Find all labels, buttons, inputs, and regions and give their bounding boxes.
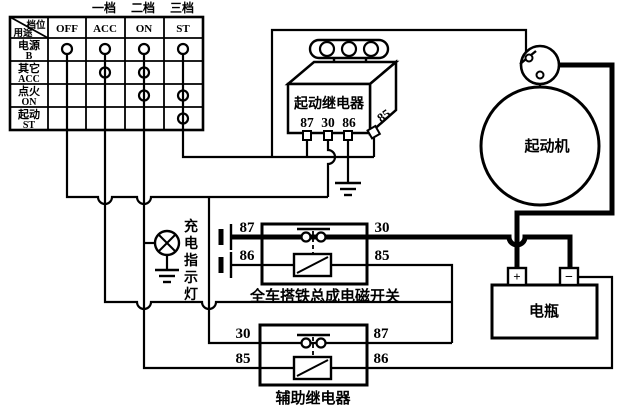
relay-pin-30 <box>323 130 333 141</box>
aux-t85: 85 <box>236 351 251 367</box>
table-grid <box>9 16 203 130</box>
starter-body <box>479 85 601 207</box>
svg-text:充: 充 <box>184 218 198 235</box>
switch-t86: 86 <box>240 248 256 264</box>
switch-t30: 30 <box>375 220 390 236</box>
aux-contact-right <box>315 337 327 349</box>
wire-solenoid-loop <box>270 28 528 157</box>
wire-on-bottom-loop <box>142 54 614 370</box>
ground-switch: 87 86 30 85 全车搭铁总成电磁开关 <box>218 220 400 305</box>
starter-relay-87: 87 <box>300 115 314 130</box>
starter-relay-label: 起动继电器 <box>293 95 365 112</box>
row1-name: 电源 <box>18 38 40 52</box>
contact-on-acc <box>137 66 151 79</box>
wire-main-feed <box>65 54 328 206</box>
table-corner-bottom: 用途 <box>12 27 33 39</box>
row2-name: 其它 <box>18 61 40 75</box>
contact-off-b <box>60 42 74 56</box>
starter-label: 起动机 <box>523 137 569 155</box>
lamp-x-2 <box>158 234 176 252</box>
cable-solenoid-battery-plus <box>514 62 615 268</box>
relay-pin-85 <box>366 124 382 140</box>
ignition-table: 档位 用途 一档 二档 三档 OFF ACC ON ST 电源 B 其它 ACC… <box>8 0 205 132</box>
row2-terminal: ACC <box>18 74 40 85</box>
gear-header-3: 三档 <box>170 0 194 15</box>
solenoid-terminal-bottom <box>535 70 545 80</box>
switch-t85: 85 <box>375 248 390 264</box>
ground-relay-86 <box>335 181 361 197</box>
battery-terminal-plus <box>506 266 528 287</box>
wire-acc-feed <box>103 54 452 311</box>
table-contacts <box>60 42 190 125</box>
contact-on-ign <box>137 89 151 102</box>
col-on: ON <box>136 23 153 35</box>
contact-on-b <box>137 42 151 56</box>
battery-plus-sign: + <box>513 269 520 284</box>
aux-relay-box <box>258 323 369 387</box>
switch-t87: 87 <box>240 220 256 236</box>
charge-lamp: 充 电 指 示 灯 <box>153 218 198 303</box>
switch-contact-right <box>315 231 327 243</box>
ground-lamp <box>155 268 179 284</box>
contact-st-b <box>176 42 190 56</box>
col-acc: ACC <box>93 23 117 35</box>
aux-contact-left <box>300 337 312 349</box>
charge-lamp-label: 充 电 指 示 灯 <box>184 218 198 303</box>
battery-cables <box>232 62 615 268</box>
aux-t30: 30 <box>236 326 251 342</box>
bracket-hole-1 <box>318 40 336 58</box>
switch-coil-diagonal <box>296 256 329 274</box>
battery: + − 电瓶 <box>490 266 599 340</box>
svg-text:示: 示 <box>184 270 198 286</box>
wire-relay-pin30 <box>326 138 337 197</box>
aux-t86: 86 <box>374 351 390 367</box>
battery-box <box>490 283 599 340</box>
svg-text:灯: 灯 <box>184 286 198 303</box>
starter-relay-30: 30 <box>321 115 335 130</box>
row3-name: 点火 <box>18 84 41 98</box>
col-off: OFF <box>56 23 78 35</box>
relay-pin-86 <box>343 130 353 141</box>
solenoid-terminal-left <box>524 53 534 63</box>
aux-coil-diagonal <box>296 359 329 377</box>
table-border <box>8 15 205 132</box>
starter-relay: 起动继电器 87 30 86 85 <box>284 38 400 141</box>
col-st: ST <box>176 23 190 35</box>
aux-t87: 87 <box>374 326 390 342</box>
svg-text:指: 指 <box>184 252 198 269</box>
gear-header-2: 二档 <box>131 0 155 15</box>
contact-st-st <box>176 112 190 125</box>
row3-terminal: ON <box>22 97 38 108</box>
bracket-hole-2 <box>340 40 358 58</box>
wire-aux-30 <box>207 197 452 345</box>
contact-acc-b <box>98 42 112 56</box>
contact-acc-acc <box>98 66 112 79</box>
table-corner-top: 档位 <box>26 19 46 31</box>
battery-label: 电瓶 <box>529 302 559 320</box>
ground-switch-box <box>260 222 369 286</box>
bracket-hole-3 <box>362 40 380 58</box>
aux-relay: 30 85 87 86 辅助继电器 <box>236 323 390 407</box>
battery-terminal-minus <box>558 266 580 287</box>
switch-contact-left <box>300 231 312 243</box>
starter-relay-86: 86 <box>342 115 356 130</box>
gear-header-1: 一档 <box>92 0 116 15</box>
cable-switch-battery-minus <box>232 234 573 268</box>
aux-relay-label: 辅助继电器 <box>275 389 351 407</box>
starter-motor: 起动机 <box>479 44 601 207</box>
battery-minus-sign: − <box>565 270 573 285</box>
row4-terminal: ST <box>23 120 36 131</box>
relay-pin-87 <box>302 130 312 141</box>
row1-terminal: B <box>26 51 33 62</box>
contact-st-ign <box>176 89 190 102</box>
svg-text:电: 电 <box>184 235 198 252</box>
ground-switch-label: 全车搭铁总成电磁开关 <box>249 287 400 305</box>
row4-name: 起动 <box>17 107 40 121</box>
